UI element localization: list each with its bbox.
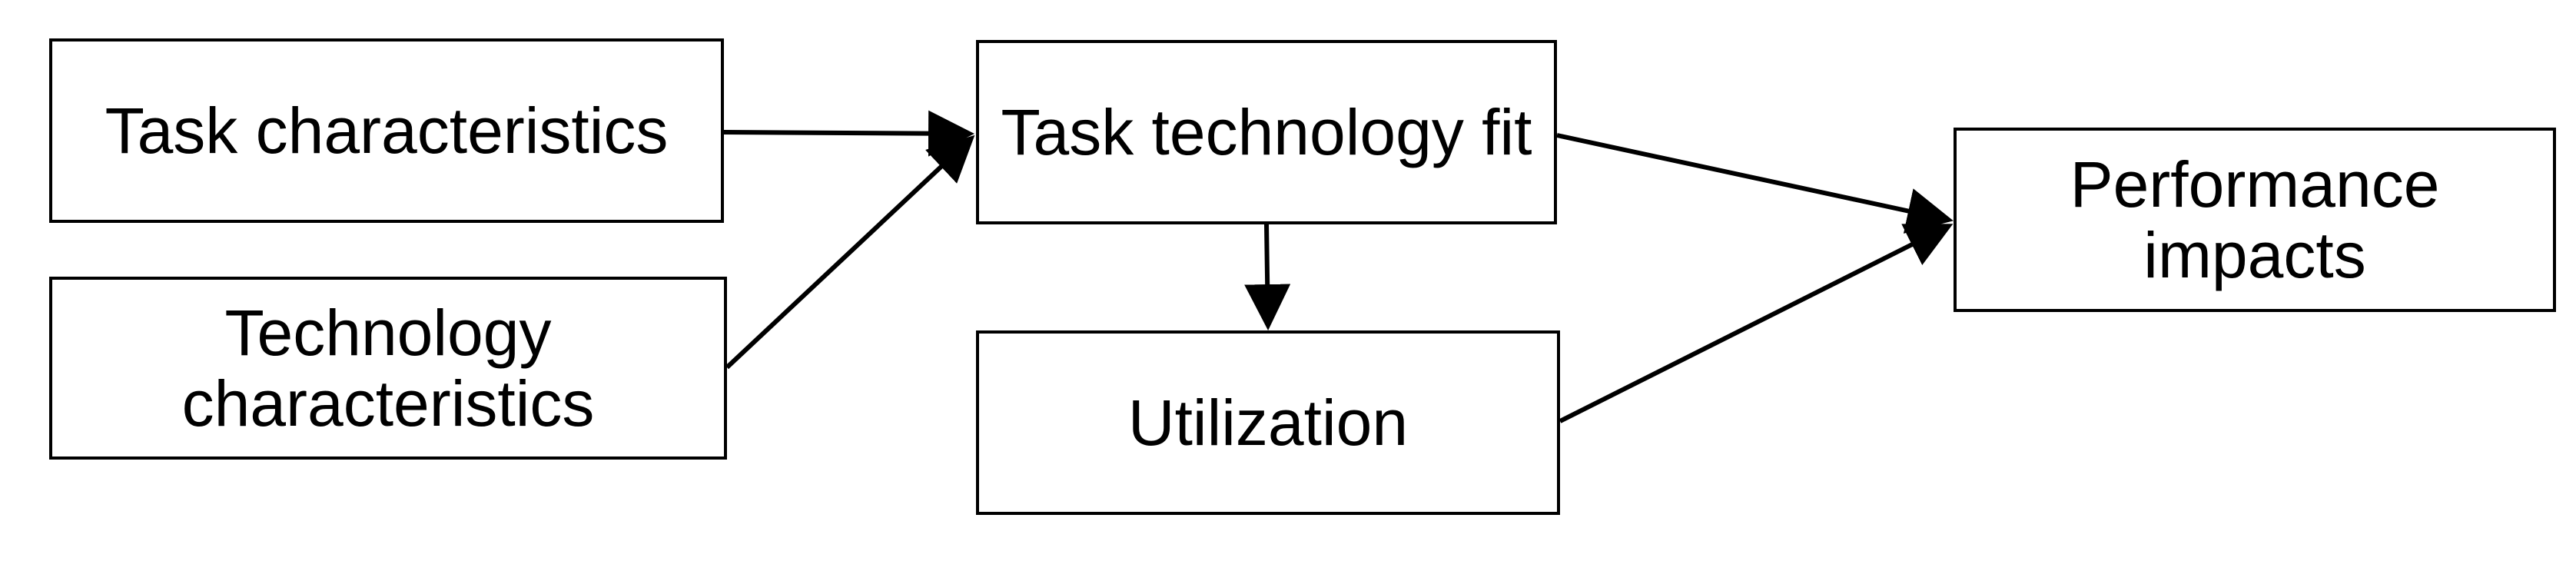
utilization-box: Utilization: [976, 330, 1560, 515]
arrow-task-technology-fit-to-utilization: [1244, 224, 1291, 330]
task-characteristics-box: Task characteristics: [49, 38, 724, 223]
performance-impacts-box: Performance impacts: [1954, 128, 2556, 312]
task-technology-fit-label: Task technology fit: [1001, 95, 1532, 168]
arrow-task-technology-fit-to-performance-impacts: [1556, 133, 1954, 234]
performance-impacts-label: Performance impacts: [2070, 148, 2440, 291]
task-characteristics-label: Task characteristics: [105, 94, 669, 167]
technology-characteristics-label: Technology characteristics: [181, 296, 595, 440]
utilization-label: Utilization: [1127, 386, 1409, 459]
arrow-task-characteristics-to-task-technology-fit: [723, 110, 974, 157]
arrow-utilization-to-performance-impacts: [1559, 224, 1954, 423]
arrow-technology-characteristics-to-task-technology-fit: [725, 134, 975, 370]
technology-characteristics-box: Technology characteristics: [49, 277, 727, 460]
task-technology-fit-box: Task technology fit: [976, 40, 1557, 224]
